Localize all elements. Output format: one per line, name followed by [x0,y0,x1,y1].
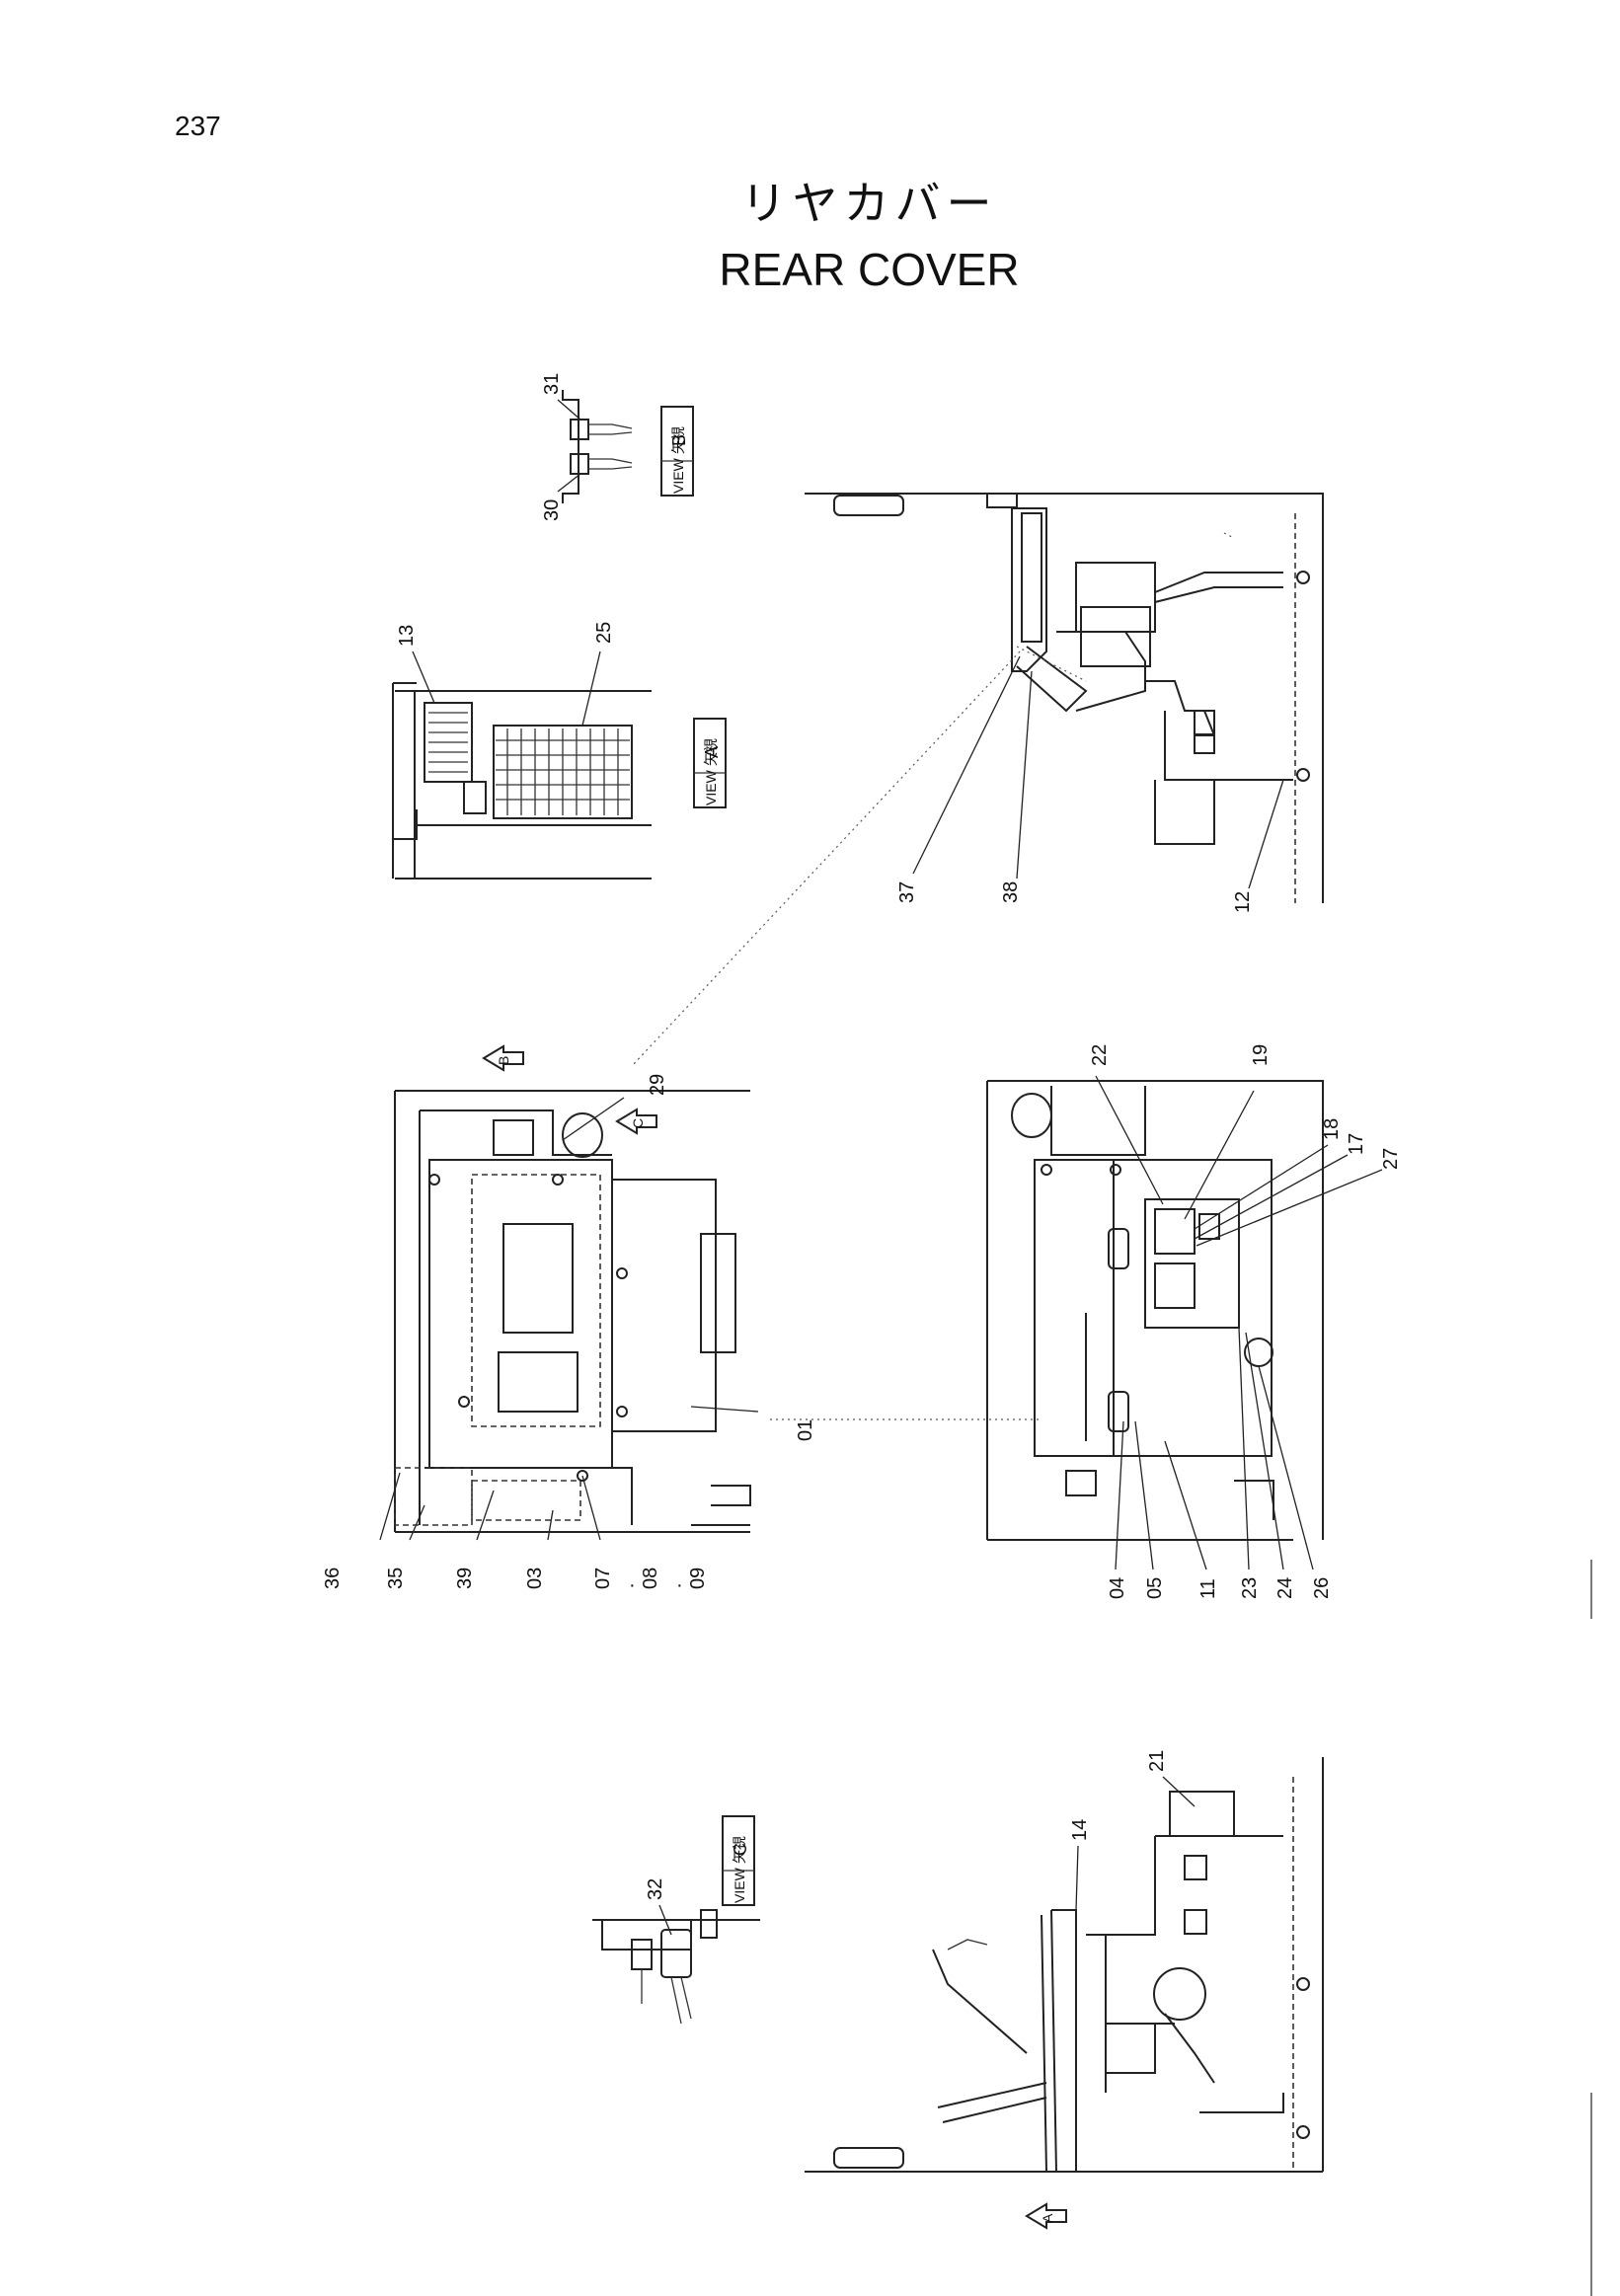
part-label-26: 26 [1311,1577,1333,1599]
arrow-a-marker: A [1025,2202,1067,2230]
label-separator: · [629,1574,636,1596]
view-c-letter: C [731,1843,750,1856]
view-b-kanji: 矢視 [670,426,686,454]
view-b-detail [557,390,633,503]
part-label-14: 14 [1069,1819,1091,1841]
arrow-c-marker: C [615,1108,657,1135]
view-a-detail [392,651,652,880]
part-label-25: 25 [593,622,615,644]
part-label-27: 27 [1380,1148,1402,1170]
part-label-24: 24 [1274,1577,1296,1599]
part-label-22: 22 [1089,1044,1111,1066]
view-c-kanji: 矢視 [732,1836,747,1864]
part-label-04: 04 [1107,1577,1128,1599]
view-a-kanji: 矢視 [703,738,719,766]
part-label-09: 09 [687,1568,709,1589]
title-english: REAR COVER [719,244,1020,295]
view-b-letter: B [669,434,689,446]
part-label-01: 01 [795,1419,816,1441]
view-a-tag: 矢視 VIEW [693,718,727,808]
arrow-a-letter: A [1040,2213,1055,2223]
part-label-39: 39 [454,1568,476,1589]
side-view-top [805,493,1324,903]
view-c-view-word: VIEW [732,1867,747,1903]
part-label-36: 36 [322,1568,344,1589]
view-b-view-word: VIEW [670,457,686,494]
part-label-30: 30 [541,499,563,521]
part-label-19: 19 [1250,1044,1272,1066]
part-label-37: 37 [896,881,918,903]
part-label-38: 38 [1000,881,1022,903]
part-label-31: 31 [541,373,563,395]
part-label-08: 08 [640,1568,661,1589]
part-label-13: 13 [396,625,418,647]
arrow-c-letter: C [630,1118,646,1128]
label-separator: · [676,1574,683,1596]
part-label-17: 17 [1346,1133,1367,1155]
view-a-letter: A [702,746,722,758]
part-label-35: 35 [385,1568,407,1589]
plan-view-right [986,1075,1383,1570]
plan-view-left [379,1090,759,1541]
view-c-detail [592,1904,760,2025]
part-label-29: 29 [647,1074,668,1096]
view-a-view-word: VIEW [703,769,719,805]
view-c-tag: 矢視 VIEW [722,1815,755,1906]
arrow-b-marker: B [482,1044,524,1072]
arrow-b-letter: B [496,1056,511,1065]
part-label-21: 21 [1146,1750,1168,1772]
side-view-bottom [805,1757,1324,2173]
part-label-12: 12 [1232,891,1254,913]
view-b-tag: 矢視 VIEW [660,406,694,497]
part-label-23: 23 [1239,1577,1261,1599]
part-label-03: 03 [524,1568,546,1589]
connector-b [631,651,1021,1067]
title-japanese: リヤカバー [740,177,998,230]
page-number: 237 [175,111,221,141]
part-label-18: 18 [1321,1118,1343,1140]
part-label-32: 32 [645,1878,666,1900]
part-label-07: 07 [592,1568,614,1589]
part-label-05: 05 [1144,1577,1166,1599]
title-block: リヤカバー REAR COVER [0,168,1620,296]
part-label-11: 11 [1197,1578,1219,1599]
